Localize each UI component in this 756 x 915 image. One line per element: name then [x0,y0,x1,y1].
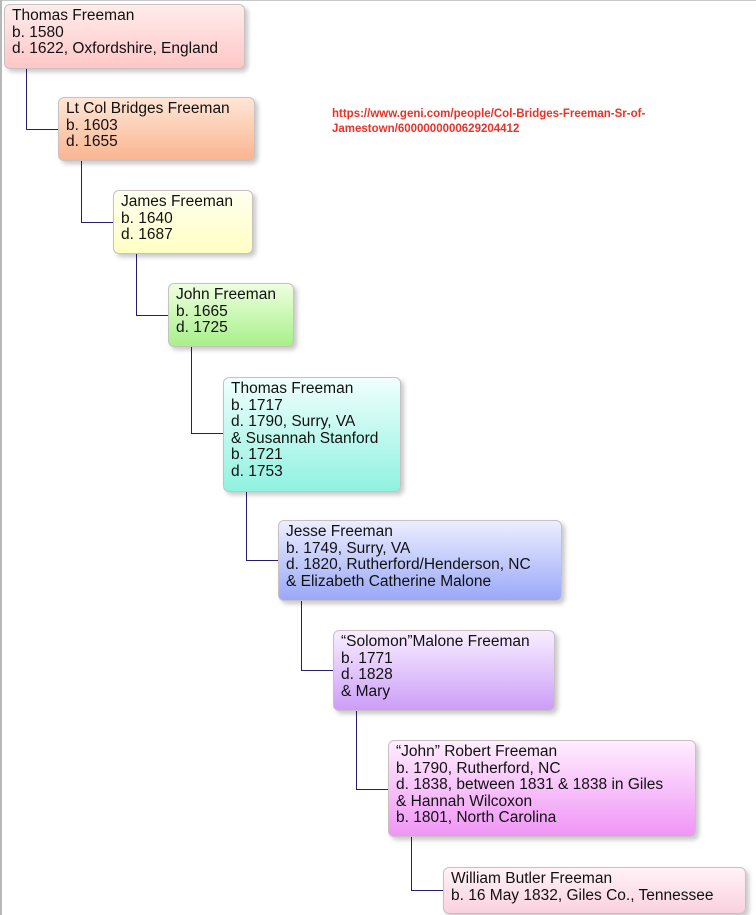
person-birth: b. 1603 [66,116,118,134]
connector-6-7-vertical [301,601,302,671]
person-box-john-freeman: John Freeman b. 1665 d. 1725 [168,283,294,347]
connector-8-9-horizontal [411,890,443,891]
person-name: John Freeman [176,286,276,303]
person-name: “John” Robert Freeman [396,743,558,760]
person-name: Lt Col Bridges Freeman [66,100,230,117]
person-birth: b. 1717 [231,396,283,414]
person-birth: b. 1665 [176,302,228,320]
person-birth: b. 1580 [12,23,64,41]
person-name: Jesse Freeman [286,523,393,540]
person-name: Thomas Freeman [12,7,135,24]
connector-3-4-vertical [136,254,137,316]
person-death: d. 1820, Rutherford/Henderson, NC [286,556,531,574]
person-death: d. 1790, Surry, VA [231,413,356,431]
source-url-line-2[interactable]: Jamestown/6000000000629204412 [332,123,520,135]
source-url-link[interactable]: https://www.geni.com/people/Col-Bridges-… [332,107,756,137]
person-death: d. 1725 [176,319,228,337]
person-box-jesse-freeman: Jesse Freeman b. 1749, Surry, VA d. 1820… [278,520,562,601]
spouse-name: & Hannah Wilcoxon [396,792,533,810]
person-birth: b. 1790, Rutherford, NC [396,759,561,777]
frame-border-top [0,0,756,1]
connector-4-5-horizontal [191,433,223,434]
connector-1-2-horizontal [26,129,58,130]
source-url-line-1[interactable]: https://www.geni.com/people/Col-Bridges-… [332,108,646,120]
person-death: d. 1687 [121,226,173,244]
person-box-john-robert-freeman: “John” Robert Freeman b. 1790, Rutherfor… [388,740,696,837]
spouse-name: & Susannah Stanford [231,429,379,447]
person-box-thomas-freeman-1717: Thomas Freeman b. 1717 d. 1790, Surry, V… [223,377,401,492]
person-death: d. 1655 [66,133,118,151]
spouse-birth: b. 1801, North Carolina [396,809,557,827]
person-death: d. 1622, Oxfordshire, England [12,40,218,58]
connector-2-3-horizontal [81,222,113,223]
connector-3-4-horizontal [136,315,168,316]
person-name: James Freeman [121,193,233,210]
person-name: Thomas Freeman [231,380,354,397]
connector-6-7-horizontal [301,670,333,671]
person-death: d. 1838, between 1831 & 1838 in Giles [396,776,664,794]
connector-8-9-vertical [411,837,412,891]
spouse-birth: b. 1721 [231,446,283,464]
person-box-william-butler-freeman: William Butler Freeman b. 16 May 1832, G… [443,867,746,914]
person-birth: b. 1640 [121,209,173,227]
frame-border-left [0,0,2,915]
connector-7-8-vertical [356,711,357,790]
spouse-name: & Elizabeth Catherine Malone [286,572,492,590]
spouse-name: & Mary [341,682,391,700]
connector-4-5-vertical [191,347,192,434]
connector-7-8-horizontal [356,789,388,790]
person-name: “Solomon”Malone Freeman [341,633,530,650]
connector-1-2-vertical [26,69,27,130]
person-box-solomon-malone-freeman: “Solomon”Malone Freeman b. 1771 d. 1828 … [333,630,555,711]
person-death: d. 1828 [341,666,393,684]
person-box-james-freeman: James Freeman b. 1640 d. 1687 [113,190,253,254]
person-birth: b. 16 May 1832, Giles Co., Tennessee [451,886,714,904]
spouse-death: d. 1753 [231,462,283,480]
connector-5-6-horizontal [246,560,278,561]
connector-5-6-vertical [246,492,247,561]
connector-2-3-vertical [81,161,82,223]
person-birth: b. 1771 [341,649,393,667]
person-birth: b. 1749, Surry, VA [286,539,411,557]
person-box-thomas-freeman-1580: Thomas Freeman b. 1580 d. 1622, Oxfordsh… [4,4,245,69]
person-box-bridges-freeman: Lt Col Bridges Freeman b. 1603 d. 1655 [58,97,255,161]
person-name: William Butler Freeman [451,870,613,887]
